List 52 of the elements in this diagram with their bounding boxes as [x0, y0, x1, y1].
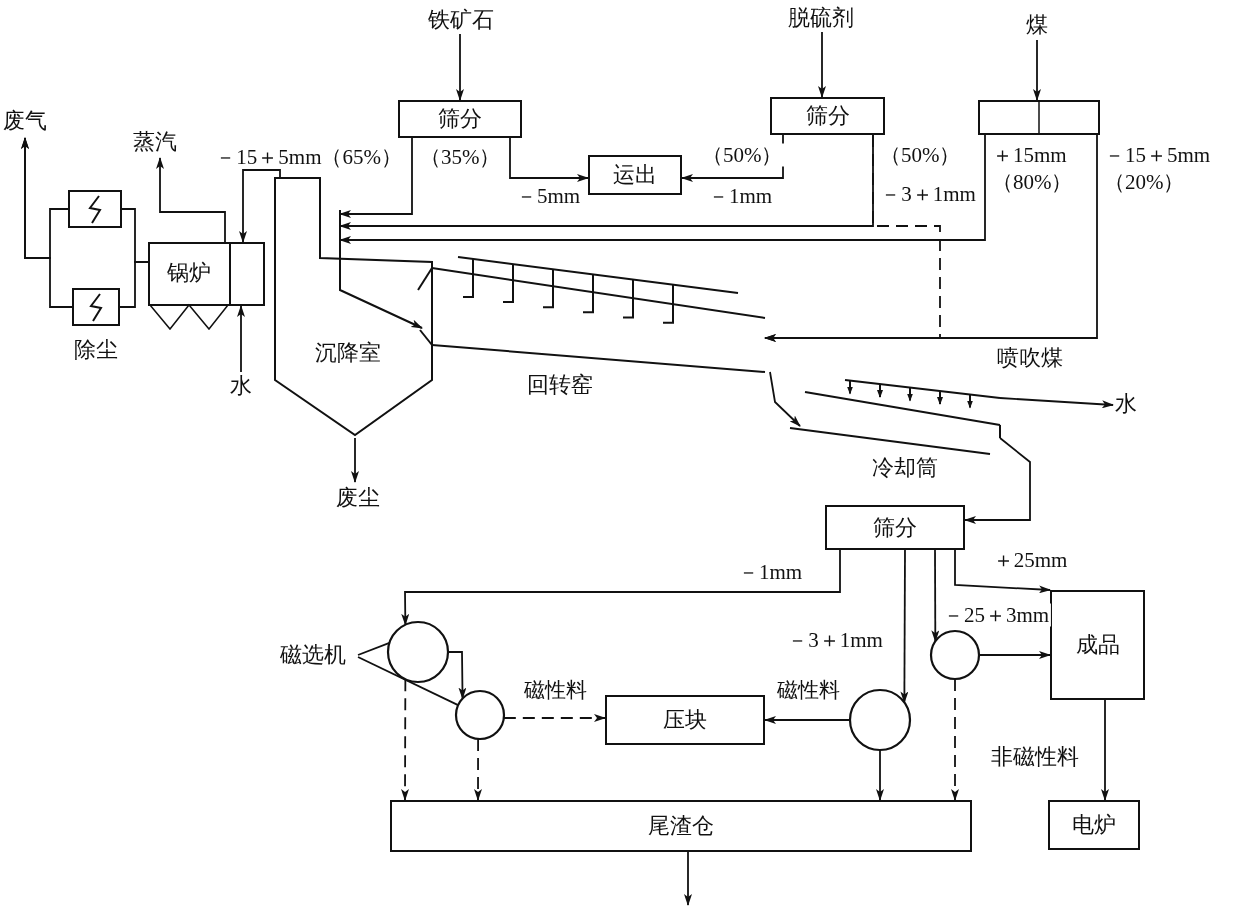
input-label: 水 — [229, 372, 253, 400]
material-label: 非磁性料 — [991, 746, 1079, 768]
arrow — [237, 305, 245, 373]
arrow — [876, 749, 884, 801]
injection-label: 喷吹煤 — [997, 347, 1063, 369]
kiln-label: 回转窑 — [527, 374, 593, 396]
storage-bin: 尾渣仓 — [390, 800, 972, 852]
arrow — [978, 651, 1051, 659]
equipment-label: 磁选机 — [268, 640, 358, 670]
arrow — [764, 716, 851, 724]
arrow — [818, 31, 826, 98]
process-box: 压块 — [605, 695, 765, 745]
arrow — [951, 678, 959, 801]
furnace-box: 电炉 — [1048, 800, 1140, 850]
arrow — [1033, 39, 1041, 101]
arrow — [474, 738, 482, 801]
arrow — [764, 134, 1098, 342]
edge-label: 磁性料 — [521, 678, 589, 702]
arrow — [1101, 699, 1109, 801]
cooler-label: 冷却筒 — [872, 457, 938, 479]
process-box: 筛分 — [398, 100, 522, 138]
material-label: 铁矿石 — [425, 6, 497, 34]
boiler-label: 锅炉 — [167, 262, 211, 284]
arrow — [339, 137, 413, 218]
arrow — [21, 137, 73, 308]
device-label: 除尘 — [74, 339, 118, 361]
arrow — [684, 851, 692, 906]
arrow — [509, 137, 589, 182]
output-label: 水 — [1113, 390, 1139, 418]
arrow — [954, 549, 1051, 594]
process-box: 运出 — [588, 155, 682, 195]
leader-line — [357, 656, 459, 707]
arrow — [769, 371, 801, 427]
connector-line — [119, 261, 149, 308]
arrow — [999, 397, 1114, 409]
arrow — [239, 169, 281, 243]
material-label: 煤 — [1022, 10, 1052, 40]
process-box: 筛分 — [825, 505, 965, 550]
arrow — [447, 651, 467, 700]
arrow — [964, 437, 1031, 524]
product-box: 成品 — [1050, 590, 1145, 700]
material-label: 脱硫剂 — [785, 4, 857, 32]
output-label: 废气 — [0, 104, 50, 138]
chamber-label: 沉降室 — [315, 342, 381, 364]
output-label: 废尘 — [333, 482, 383, 514]
process-box: 筛分 — [770, 97, 885, 135]
output-label: 蒸汽 — [127, 126, 183, 158]
arrow — [351, 437, 359, 483]
arrow — [339, 134, 986, 244]
edge-label: 磁性料 — [774, 678, 842, 702]
arrow — [156, 157, 226, 243]
arrow — [456, 33, 464, 101]
